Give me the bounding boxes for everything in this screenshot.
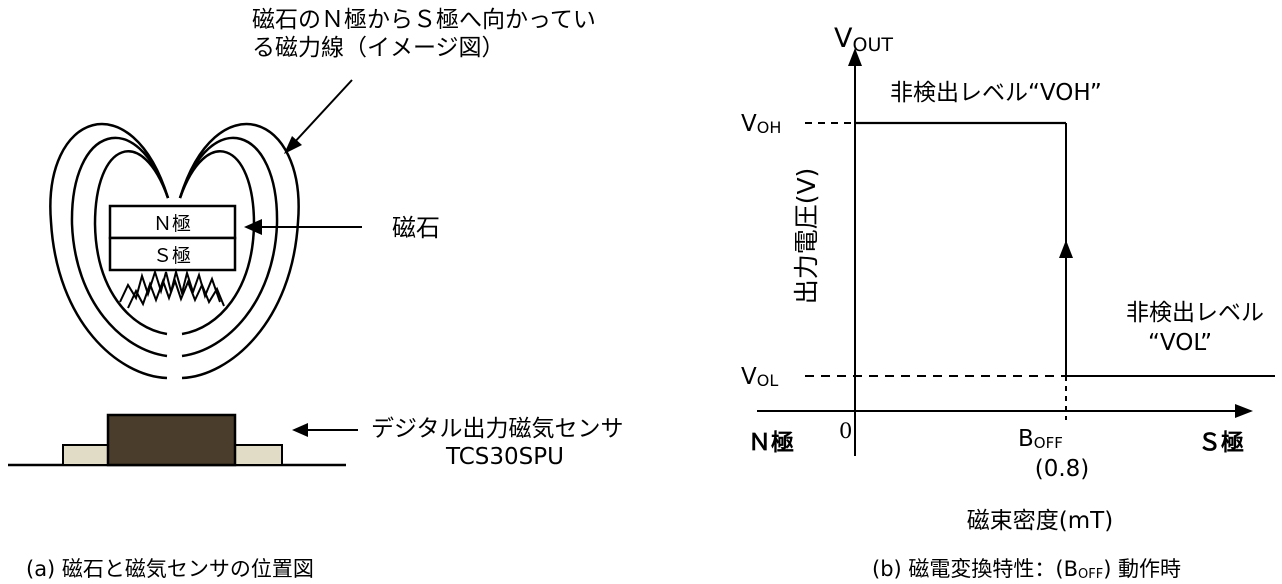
panel-magnet-layout: 磁石のＮ極からＳ極へ向かってい る磁力線（イメージ図） Ｎ極 Ｓ極 xyxy=(8,7,624,581)
low-level-text-line1: 非検出レベル xyxy=(1126,300,1264,326)
boff-label: BOFF xyxy=(1018,426,1063,452)
output-curve xyxy=(855,121,1275,377)
magnet-arrow xyxy=(244,219,362,235)
origin-label: 0 xyxy=(839,419,852,443)
caption-b: (b) 磁電変換特性：(BOFF) 動作時 xyxy=(872,557,1181,582)
magnet-s-label: Ｓ極 xyxy=(153,245,191,267)
low-level-text-line2: “VOL” xyxy=(1148,330,1212,356)
y-axis-label: 出力電圧(V) xyxy=(792,168,821,305)
caption-a: (a) 磁石と磁気センサの位置図 xyxy=(26,557,314,581)
vol-tick-label: VOL xyxy=(741,364,778,390)
transition-arrow xyxy=(1059,240,1073,258)
sensor-right-lead xyxy=(233,444,283,466)
s-pole-spikes xyxy=(119,268,225,309)
magnet-s-pole xyxy=(108,236,237,272)
annotation-arrow xyxy=(284,79,353,154)
sensor xyxy=(8,413,346,467)
sensor-left-lead xyxy=(62,444,112,466)
voh-tick-label: VOH xyxy=(741,111,781,137)
magnet-n-label: Ｎ極 xyxy=(153,213,191,235)
panel-transfer-characteristic: VOUT 出力電圧(V) VOH VOL 非検出レベル“VOH” 非検出レベル … xyxy=(741,23,1275,582)
y-axis-title: VOUT xyxy=(834,23,893,56)
sensor-label-line2: TCS30SPU xyxy=(445,444,564,470)
magnet: Ｎ極 Ｓ極 xyxy=(108,204,237,272)
sensor-body xyxy=(106,413,237,467)
x-axis xyxy=(757,404,1253,418)
sensor-label-line1: デジタル出力磁気センサ xyxy=(371,416,624,442)
high-level-text: 非検出レベル“VOH” xyxy=(890,80,1102,106)
s-pole-axis-label: Ｓ極 xyxy=(1198,429,1244,456)
x-axis-label: 磁束密度(mT) xyxy=(967,508,1113,534)
n-pole-axis-label: Ｎ極 xyxy=(748,429,794,456)
magnet-label: 磁石 xyxy=(392,214,440,242)
field-lines-annotation-line2: る磁力線（イメージ図） xyxy=(252,35,505,61)
field-lines-annotation-line1: 磁石のＮ極からＳ極へ向かってい xyxy=(252,7,596,33)
y-axis xyxy=(848,48,862,456)
magnet-n-pole xyxy=(108,204,237,240)
boff-value: (0.8) xyxy=(1035,456,1090,482)
sensor-arrow xyxy=(292,423,358,437)
